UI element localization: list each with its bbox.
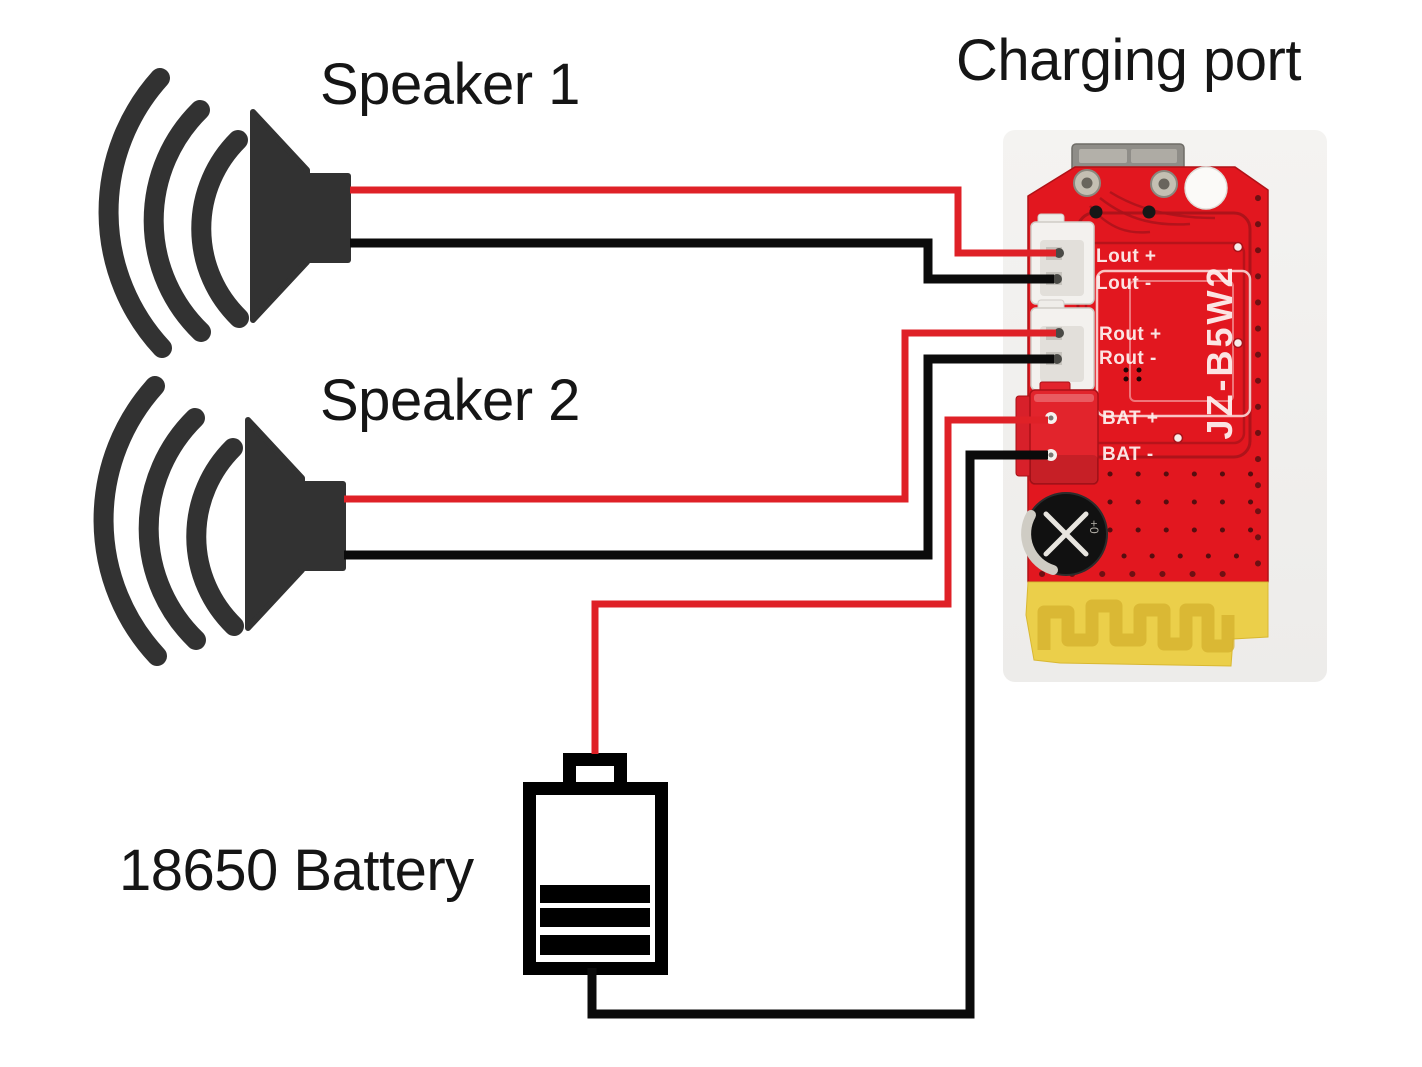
bluetooth-amplifier-pcb: Lout + Lout - Rout + Rout - BAT + BAT - … [1003, 130, 1327, 682]
wire-battery-negative [587, 450, 1048, 1019]
antenna-trace [1037, 599, 1235, 653]
battery-charge-bar [540, 885, 650, 903]
silkscreen-outline [1095, 269, 1252, 418]
wire-speaker1-positive [350, 186, 1056, 257]
solder-point [1089, 205, 1103, 219]
usb-charging-port [1071, 143, 1185, 174]
mounting-hole [1184, 166, 1228, 210]
jst-connector-lout [1030, 213, 1095, 305]
battery-label: 18650 Battery [119, 838, 474, 903]
jst-connector-bat [1015, 381, 1099, 485]
charging-port-label: Charging port [956, 28, 1301, 93]
speaker-icon [104, 386, 346, 656]
speaker2-label: Speaker 2 [320, 368, 580, 433]
silkscreen-pin-label: BAT - [1102, 444, 1154, 465]
silkscreen-pin-label: Lout - [1096, 273, 1152, 294]
speaker-icon [109, 78, 351, 348]
battery-charge-bar [540, 908, 650, 927]
capacitor: +0 [1021, 492, 1108, 576]
pcb-vias [1039, 195, 1261, 577]
mounting-screw [1150, 170, 1178, 198]
wire-speaker2-negative [344, 354, 1054, 560]
battery-icon [523, 753, 668, 975]
silkscreen-pin-label: Lout + [1096, 246, 1157, 267]
jst-connector-rout [1030, 299, 1095, 391]
silkscreen-pin-label: BAT + [1102, 408, 1159, 429]
antenna-region [1025, 581, 1269, 667]
wire-speaker1-negative [350, 238, 1054, 284]
battery-charge-bar [540, 935, 650, 955]
solder-point [1142, 205, 1156, 219]
svg-text:+0: +0 [1087, 520, 1101, 534]
mounting-screw [1073, 169, 1101, 197]
wires [344, 186, 1056, 1019]
wire-battery-positive [591, 416, 1048, 754]
board-model-text: JZ-B5W2 [1199, 264, 1240, 439]
silkscreen-pin-label: Rout + [1099, 324, 1162, 345]
wire-speaker2-positive [344, 329, 1056, 503]
speaker1-label: Speaker 1 [320, 52, 580, 117]
silkscreen-pin-label: Rout - [1099, 348, 1157, 369]
